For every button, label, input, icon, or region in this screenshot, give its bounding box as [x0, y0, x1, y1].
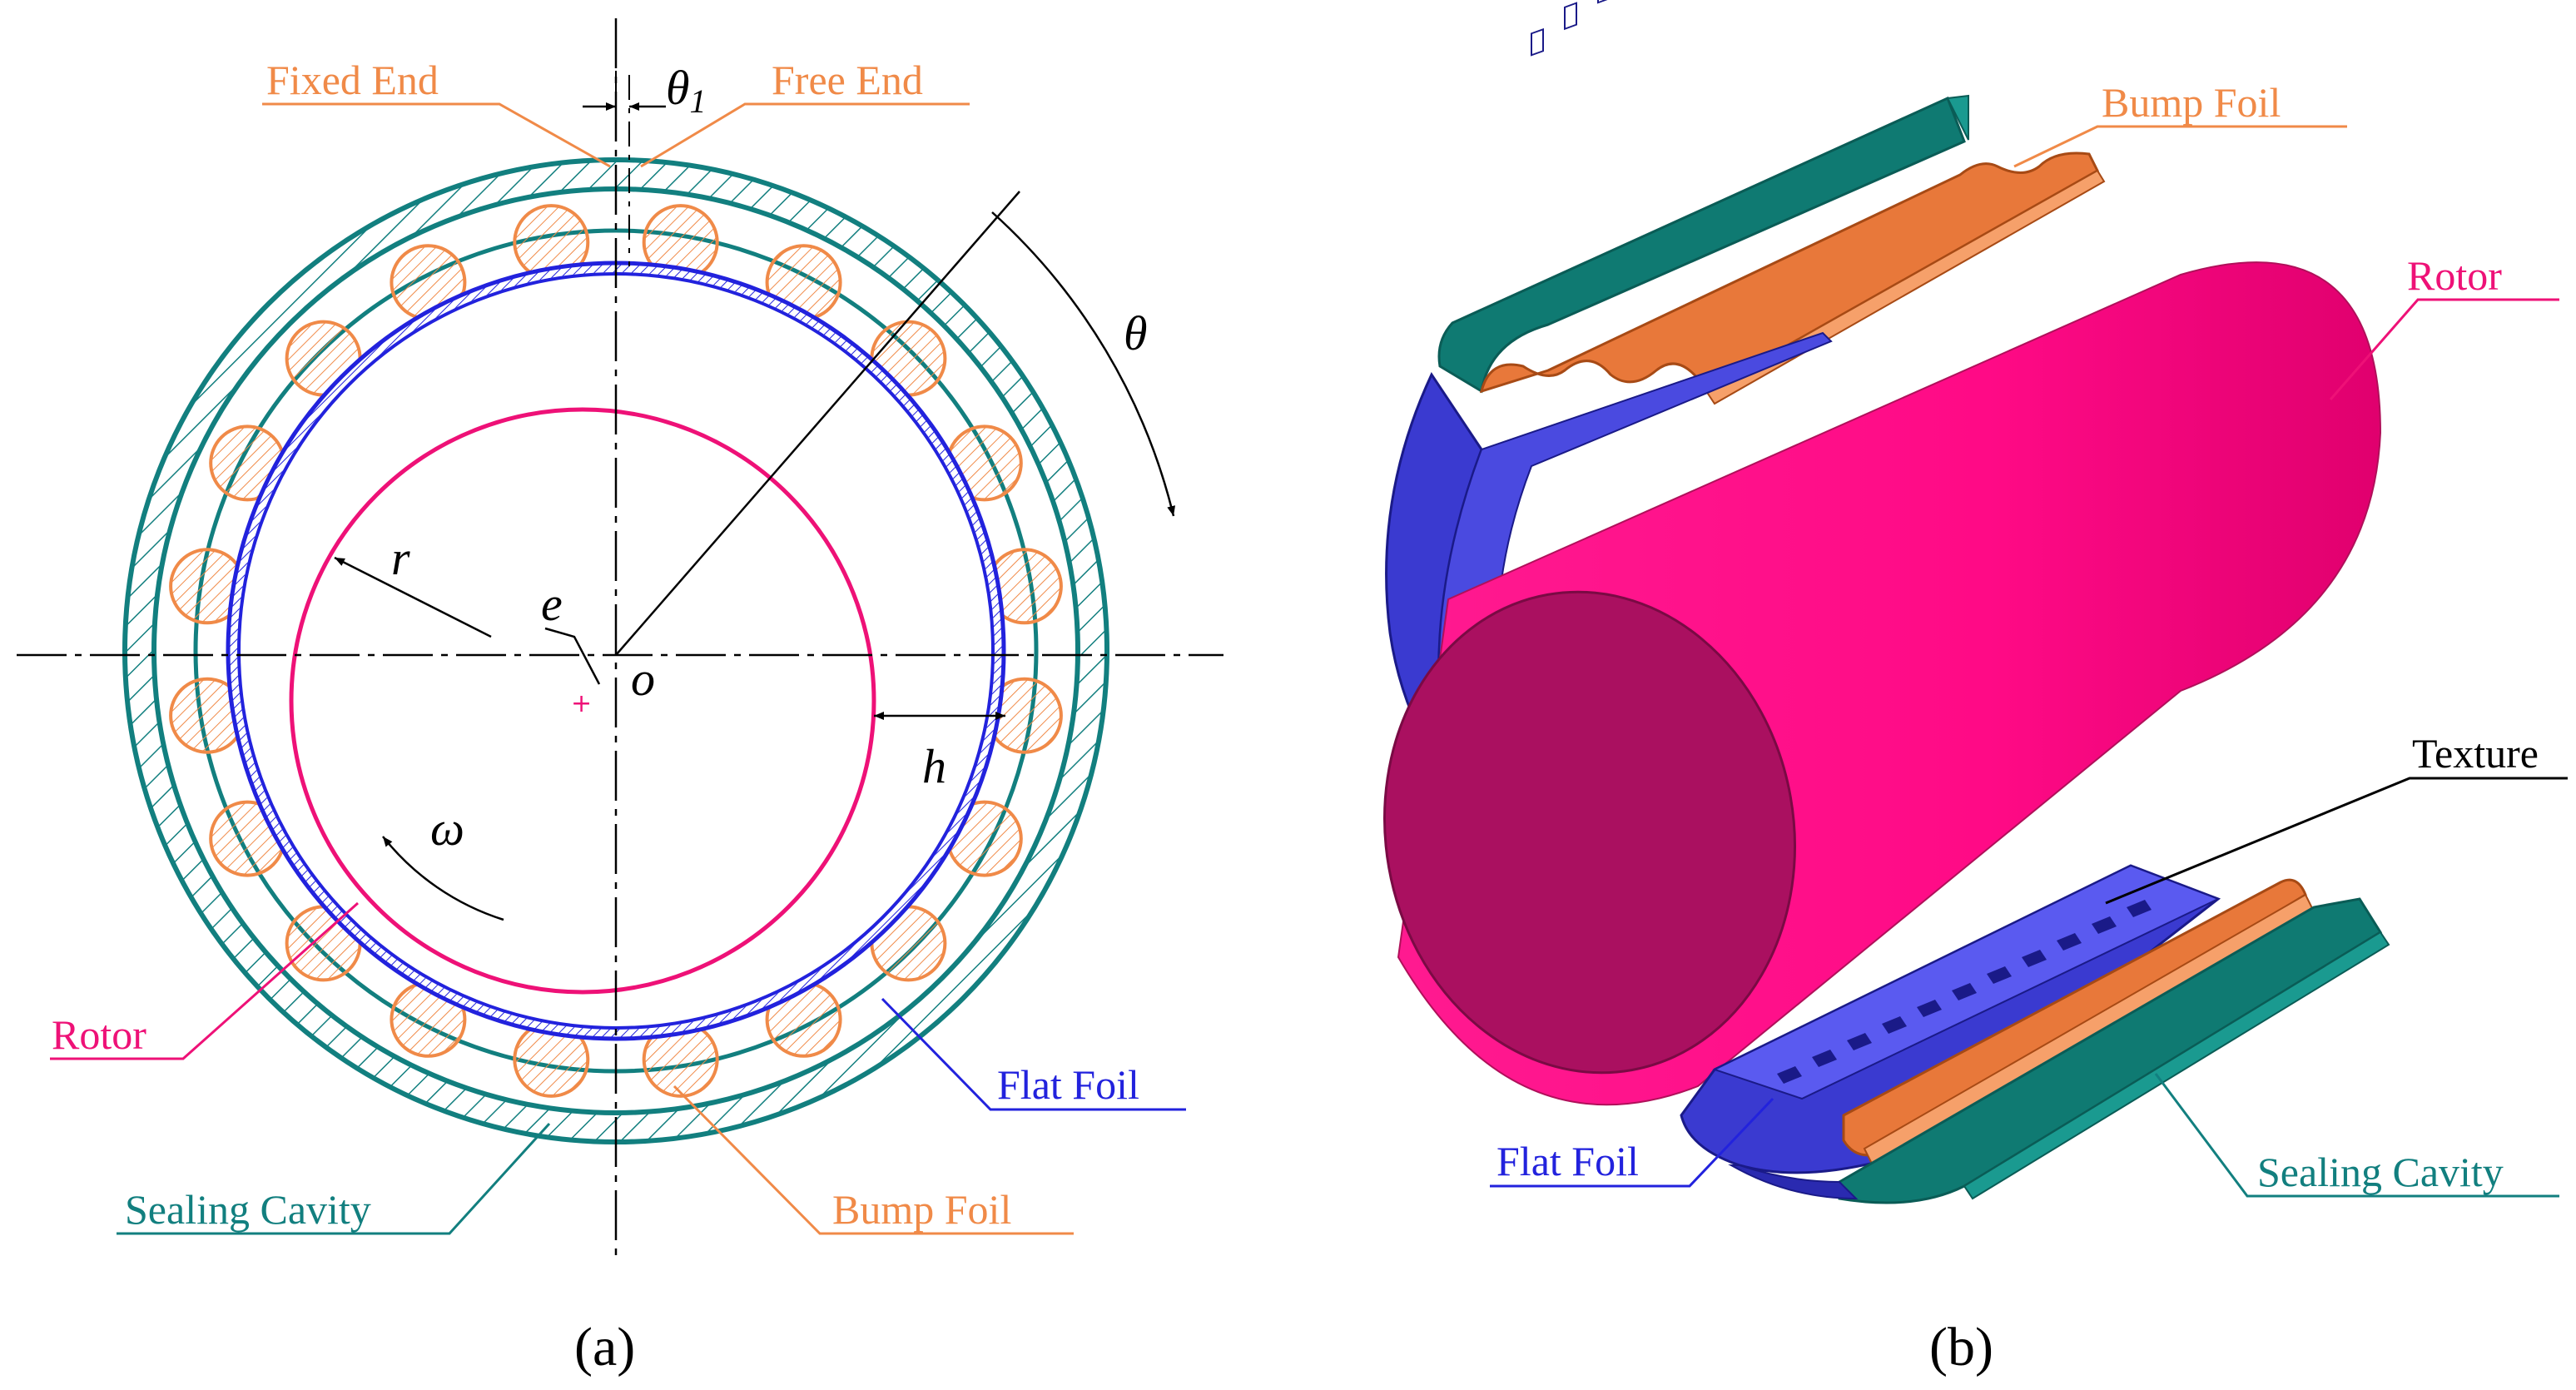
caption-b: (b): [1929, 1317, 1993, 1378]
texture-cell: [1952, 983, 1977, 1000]
fixed-end-leader: [262, 102, 611, 168]
bump-foil-leader-b: [2013, 125, 2347, 168]
texture-cell: [2092, 916, 2117, 934]
label-bump-foil-b: Bump Foil: [2102, 79, 2281, 126]
rotor-center-mark: +: [571, 689, 592, 718]
label-rotor-b: Rotor: [2407, 252, 2502, 299]
rotor-end-face: [1383, 590, 1796, 1075]
symbol-r: r: [391, 531, 410, 585]
texture-cell: [1812, 1050, 1837, 1067]
label-flat-foil-b: Flat Foil: [1496, 1138, 1639, 1184]
texture-cell: [1987, 966, 2012, 984]
sealing-cavity-top-3d: [1437, 96, 1966, 394]
symbol-h: h: [922, 739, 946, 793]
e-eccentricity-leader: [544, 627, 601, 685]
label-texture-b: Texture: [2412, 730, 2539, 777]
symbol-o: o: [631, 652, 655, 706]
sealing-cavity-top-face: [1452, 94, 1969, 324]
symbol-theta: θ: [1124, 306, 1148, 360]
r-radius-arrow: [334, 556, 492, 638]
texture-cell: [1597, 0, 1611, 4]
label-flat-foil-a: Flat Foil: [997, 1061, 1139, 1108]
sealing-cavity-leader-b: [2154, 1073, 2559, 1198]
bump-foil-top-3d: [1479, 151, 2099, 394]
rotor-circle: [289, 407, 876, 995]
symbol-e: e: [541, 577, 563, 631]
rotor-leader-b: [2329, 298, 2559, 400]
label-sealing-cavity-a: Sealing Cavity: [125, 1186, 371, 1233]
texture-cell: [2127, 900, 2152, 917]
theta-radial-line: [615, 191, 1020, 656]
texture-cells-top: [1531, 0, 1611, 57]
flat-foil-bottom-edge: [1728, 1164, 1859, 1200]
texture-leader-b: [2105, 777, 2568, 905]
sealing-cavity-bottom-face: [1963, 931, 2390, 1200]
label-sealing-cavity-b: Sealing Cavity: [2257, 1149, 2504, 1195]
symbol-omega: ω: [430, 802, 464, 856]
texture-cell: [2022, 950, 2047, 967]
panel-a-cross-section: + Fixed End Free End Rotor Flat Foil Sea…: [17, 18, 1223, 1378]
texture-cell: [2057, 933, 2082, 951]
bump-foil-leader-a: [673, 1085, 1074, 1235]
texture-cell: [1564, 2, 1577, 31]
flat-foil-leader-a: [881, 997, 1186, 1111]
label-rotor-a: Rotor: [52, 1011, 146, 1058]
texture-cell: [1882, 1016, 1907, 1034]
label-bump-foil-a: Bump Foil: [832, 1186, 1011, 1233]
label-fixed-end: Fixed End: [266, 57, 439, 103]
sealing-cavity-leader-a: [117, 1122, 551, 1235]
texture-cell: [1531, 27, 1544, 57]
texture-cell: [1917, 1000, 1942, 1017]
rotor-leader-a: [50, 901, 359, 1060]
theta-arc-arrow: [991, 211, 1176, 517]
omega-rotation-arrow: [382, 836, 504, 921]
flat-foil-leader-b: [1490, 1097, 1774, 1188]
texture-cells-bottom: [1777, 900, 2152, 1084]
free-end-leader: [640, 102, 970, 168]
texture-cell: [1777, 1066, 1802, 1084]
symbol-theta1: θ1: [666, 61, 707, 120]
panel-b-3d-view: Bump Foil Rotor Texture Flat Foil Sealin…: [1383, 0, 2568, 1378]
label-free-end: Free End: [772, 57, 923, 103]
caption-a: (a): [574, 1317, 635, 1378]
texture-cell: [1847, 1033, 1872, 1050]
